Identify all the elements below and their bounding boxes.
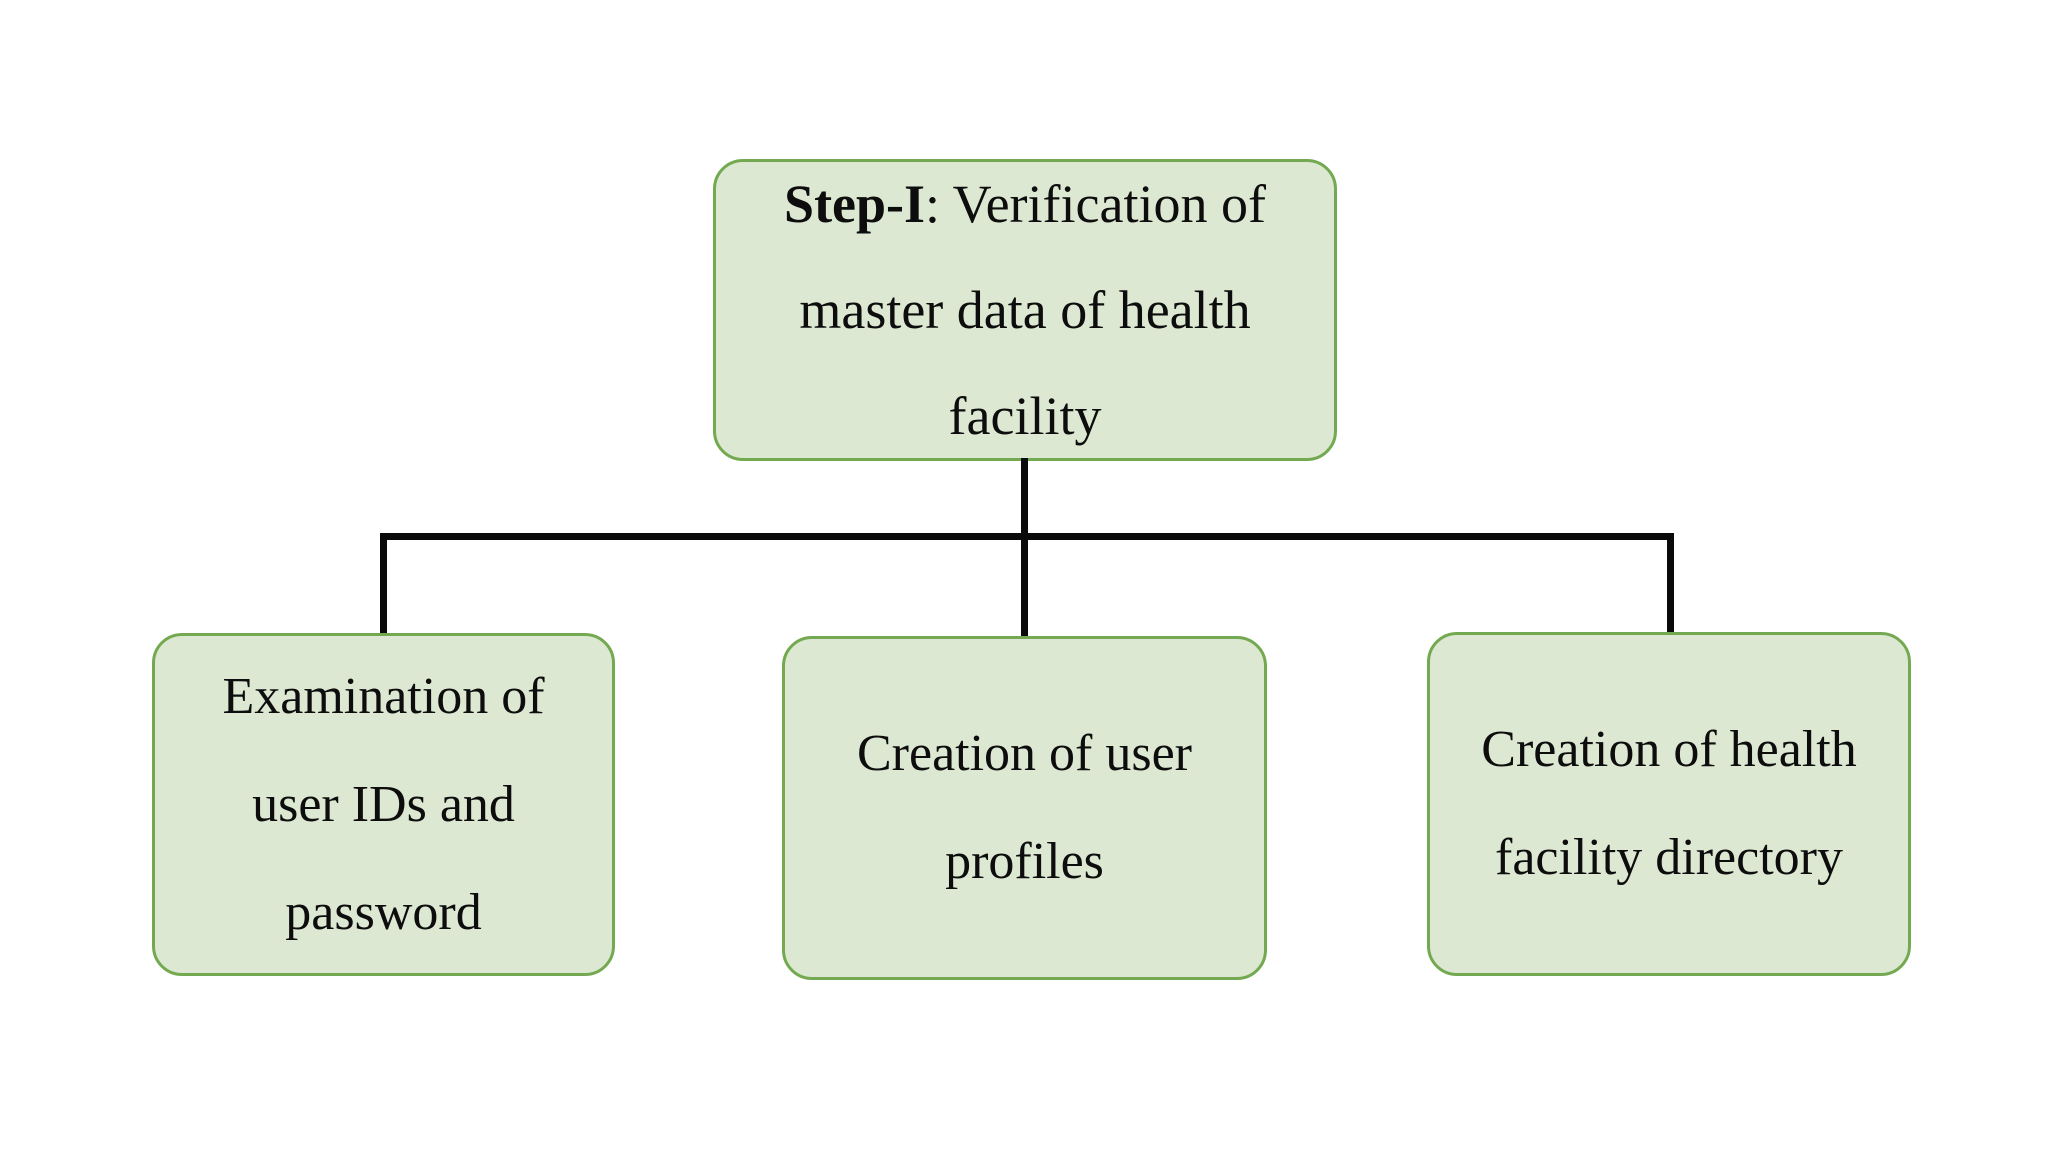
flowchart-node-facility-directory: Creation of health facility directory [1427, 632, 1911, 976]
node-facility-directory-line2: facility directory [1495, 829, 1843, 886]
flowchart-node-examination-user-ids: Examination of user IDs and password [152, 633, 615, 976]
connector-root-vertical [1021, 458, 1028, 640]
node-user-profiles-line1: Creation of user [856, 725, 1192, 782]
node-step1-line1: Step-I: Verification of [784, 151, 1266, 257]
node-examination-line1: Examination of [222, 667, 545, 725]
node-user-profiles-line2: profiles [945, 833, 1104, 890]
node-examination-line3: password [285, 883, 482, 941]
connector-right-vertical [1667, 533, 1674, 636]
node-step1-line3: facility [948, 386, 1102, 446]
connector-left-vertical [380, 533, 387, 637]
node-facility-directory-line1: Creation of health [1481, 721, 1857, 778]
node-step1-line1-rest: : Verification of [925, 174, 1266, 234]
node-step1-bold-label: Step-I [784, 174, 926, 234]
connector-horizontal-rail [380, 533, 1674, 540]
flowchart-node-step1: Step-I: Verification of master data of h… [713, 159, 1337, 461]
node-step1-line2: master data of health [799, 280, 1251, 340]
flowchart-node-user-profiles: Creation of user profiles [782, 636, 1267, 980]
node-examination-line2: user IDs and [252, 775, 515, 833]
